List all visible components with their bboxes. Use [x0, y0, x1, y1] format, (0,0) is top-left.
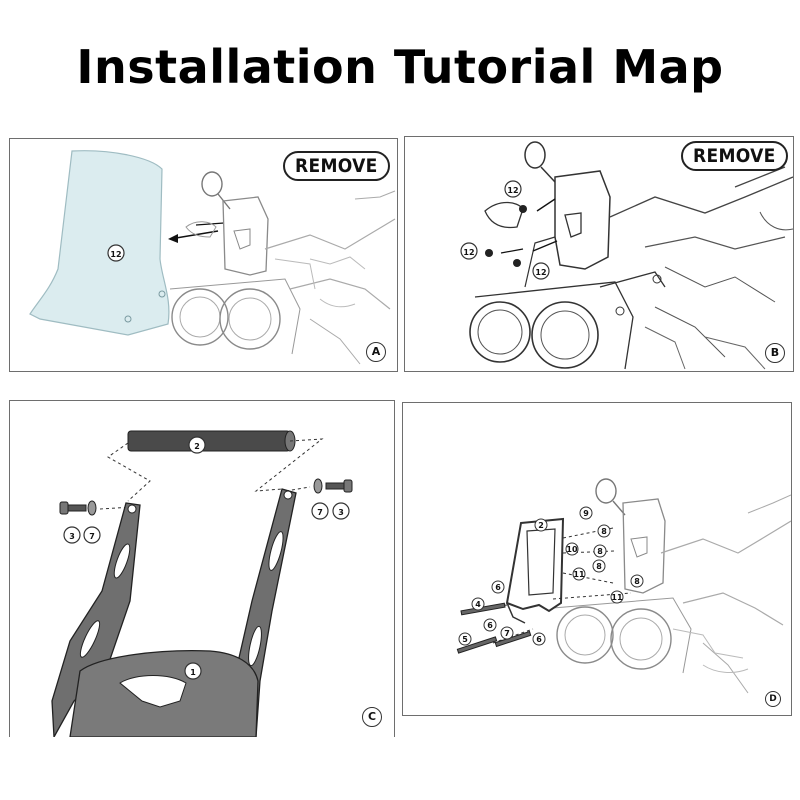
page-title: Installation Tutorial Map	[76, 40, 724, 94]
callout-d-5: 5	[462, 635, 468, 644]
callout-d-6-c: 6	[536, 635, 542, 644]
panel-c-illustration: 2 3 7 7 3 1	[51, 430, 353, 737]
callout-d-10: 10	[566, 545, 578, 554]
corner-label-d: D	[765, 691, 781, 707]
corner-label-a: A	[366, 342, 386, 362]
panel-b: 12 12 12 REMOVE B	[404, 136, 794, 372]
callout-d-2: 2	[538, 521, 544, 530]
callout-3-right: 3	[338, 508, 344, 517]
remove-label-b: REMOVE	[681, 141, 788, 171]
callout-12: 12	[110, 250, 121, 259]
callout-12-top: 12	[507, 186, 518, 195]
callout-3-left: 3	[69, 532, 75, 541]
callout-d-6-b: 6	[487, 621, 493, 630]
callout-12-left: 12	[463, 248, 474, 257]
corner-label-b: B	[765, 343, 785, 363]
panel-d: 2 8 9 10 8 8 11 8 11 4 6 6 5 7 6 D	[402, 402, 792, 716]
callout-d-7: 7	[504, 629, 510, 638]
callout-d-9: 9	[583, 509, 589, 518]
screw-left	[59, 500, 97, 516]
windscreen	[29, 150, 170, 336]
callout-1: 1	[190, 668, 196, 677]
callout-2: 2	[194, 442, 200, 451]
callout-d-8-d: 8	[634, 577, 640, 586]
callout-d-11-a: 11	[573, 570, 585, 579]
panel-a-illustration: 12	[29, 150, 396, 365]
panel-d-illustration: 2 8 9 10 8 8 11 8 11 4 6 6 5 7 6	[456, 478, 791, 694]
panel-b-illustration: 12 12 12	[460, 141, 793, 370]
callout-7-right: 7	[317, 508, 323, 517]
panel-a: 12 REMOVE A	[9, 138, 398, 372]
callout-d-8-c: 8	[596, 562, 602, 571]
callout-d-6-a: 6	[495, 583, 501, 592]
panel-c: 2 3 7 7 3 1 C	[9, 400, 395, 737]
callout-d-4: 4	[475, 600, 481, 609]
callout-7-left: 7	[89, 532, 95, 541]
callout-d-8-a: 8	[601, 527, 607, 536]
corner-label-c: C	[362, 707, 382, 727]
callout-12-bottom: 12	[535, 268, 546, 277]
callout-d-8-b: 8	[597, 547, 603, 556]
remove-label: REMOVE	[283, 151, 390, 181]
callout-d-11-b: 11	[611, 593, 623, 602]
screw-right	[313, 478, 353, 494]
